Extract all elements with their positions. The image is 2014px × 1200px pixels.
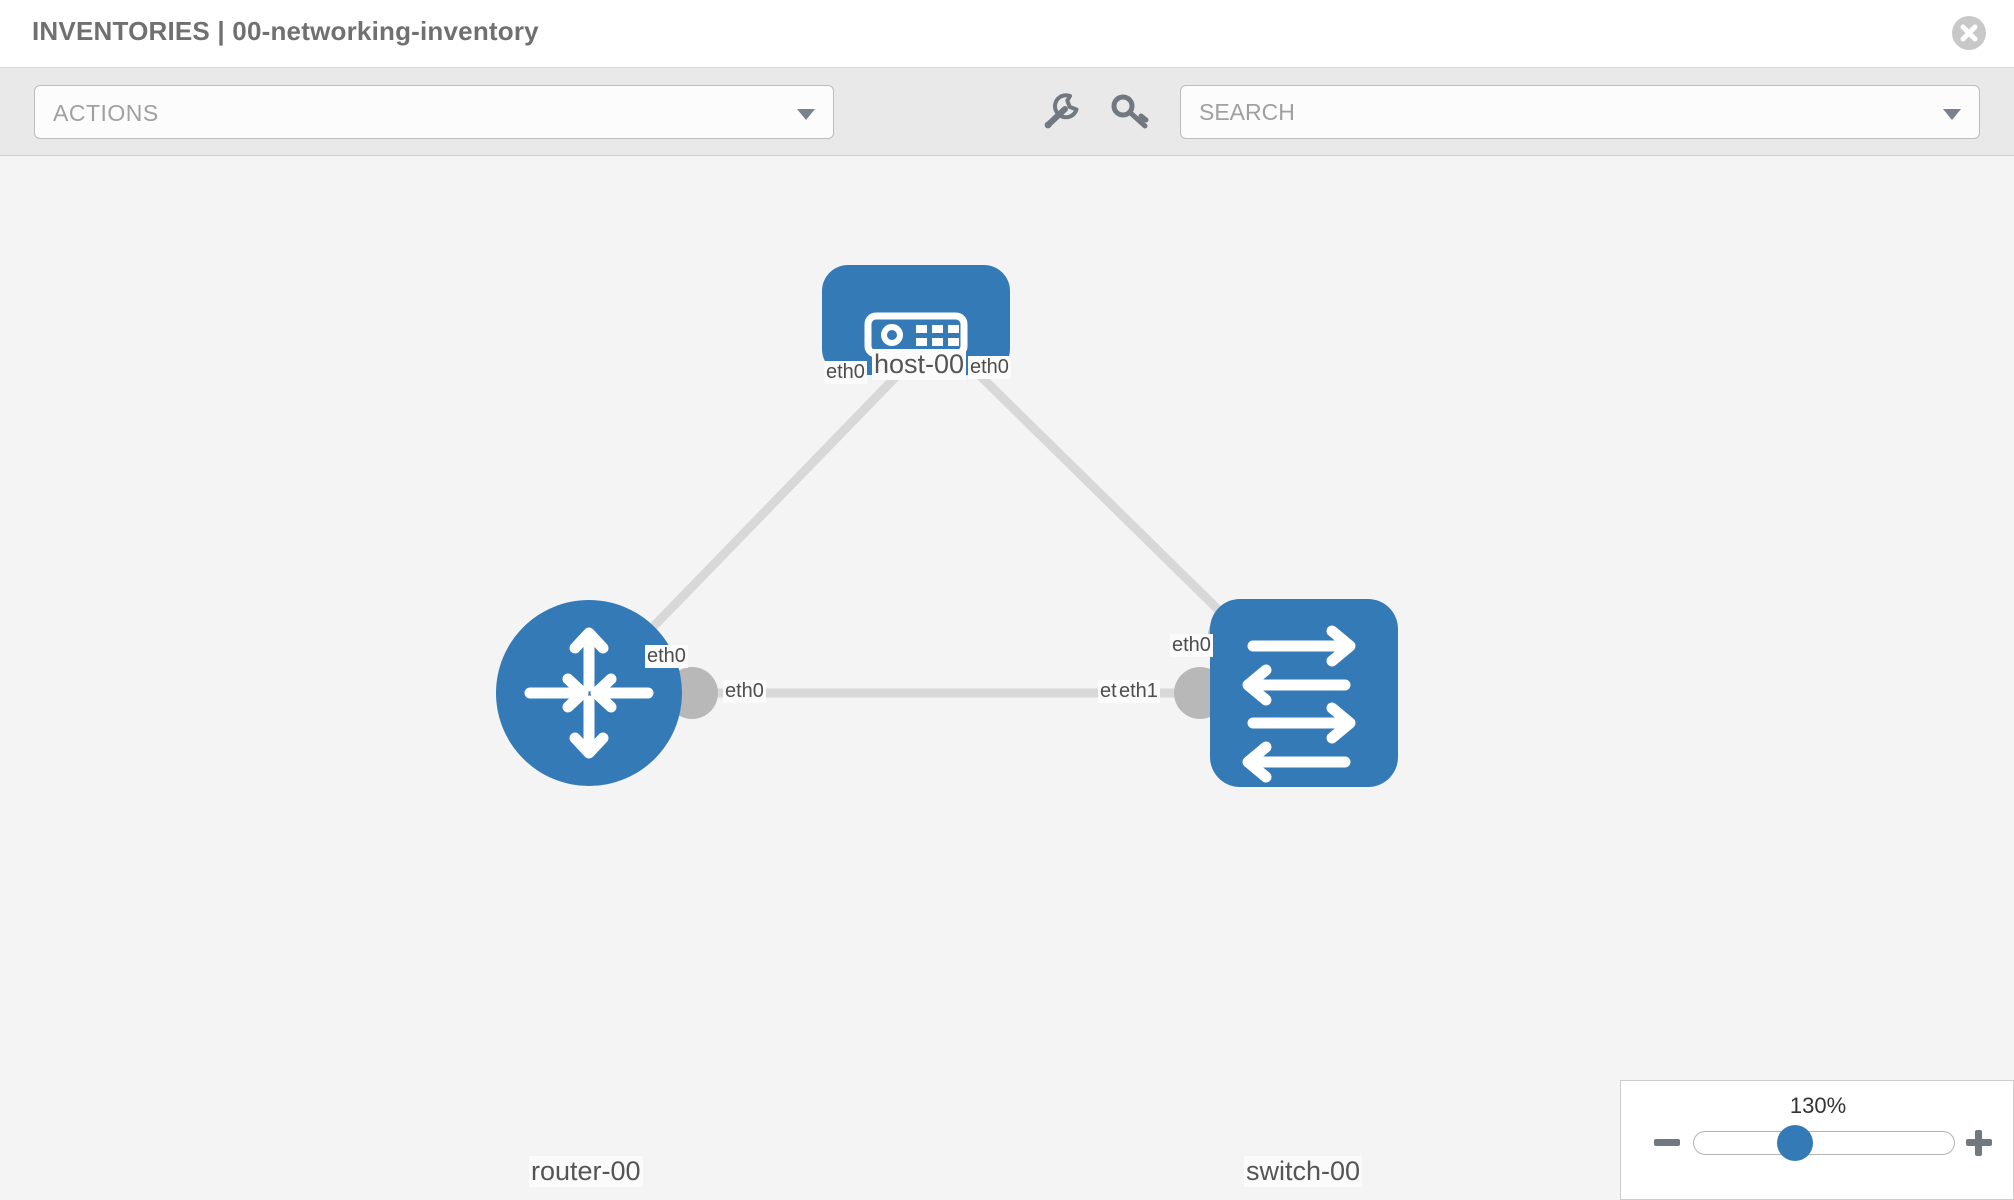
iface-label-host-left: eth0 — [824, 361, 867, 384]
node-router-00[interactable] — [496, 600, 682, 786]
page-header: INVENTORIES | 00-networking-inventory — [0, 0, 2014, 68]
iface-label-switch-left: eth1 — [1117, 680, 1160, 703]
actions-dropdown-label: ACTIONS — [53, 100, 159, 126]
topology-graph — [496, 265, 1398, 787]
page-title: INVENTORIES | 00-networking-inventory — [32, 16, 539, 46]
wrench-icon[interactable] — [1040, 92, 1082, 132]
zoom-slider-track[interactable] — [1693, 1131, 1955, 1155]
node-label-router-00: router-00 — [529, 1156, 643, 1187]
zoom-control-panel: 130% — [1620, 1080, 2014, 1200]
search-chevron-down-icon[interactable] — [1943, 109, 1961, 120]
iface-label-router-right: eth0 — [723, 680, 766, 703]
topology-canvas[interactable]: host-00 router-00 switch-00 eth0 eth0 et… — [0, 156, 2014, 1200]
minus-icon[interactable] — [1649, 1125, 1685, 1161]
toolbar: ACTIONS — [0, 68, 2014, 156]
zoom-level-value: 130% — [1789, 1093, 1847, 1118]
node-label-switch-00: switch-00 — [1244, 1156, 1363, 1187]
chevron-down-icon — [797, 109, 815, 120]
node-switch-00[interactable] — [1210, 599, 1398, 787]
key-icon[interactable] — [1110, 92, 1152, 132]
plus-icon[interactable] — [1961, 1125, 1997, 1161]
node-label-host-00: host-00 — [872, 349, 967, 380]
close-icon[interactable] — [1952, 16, 1986, 50]
search-box[interactable] — [1180, 85, 1980, 139]
search-input[interactable] — [1181, 86, 1941, 138]
iface-label-host-right: eth0 — [968, 356, 1011, 379]
iface-label-switch-up: eth0 — [1170, 634, 1213, 657]
actions-dropdown[interactable]: ACTIONS — [34, 85, 834, 139]
zoom-slider-handle[interactable] — [1777, 1125, 1813, 1161]
iface-label-router-up: eth0 — [645, 645, 688, 668]
node-host-00[interactable] — [822, 265, 1010, 375]
